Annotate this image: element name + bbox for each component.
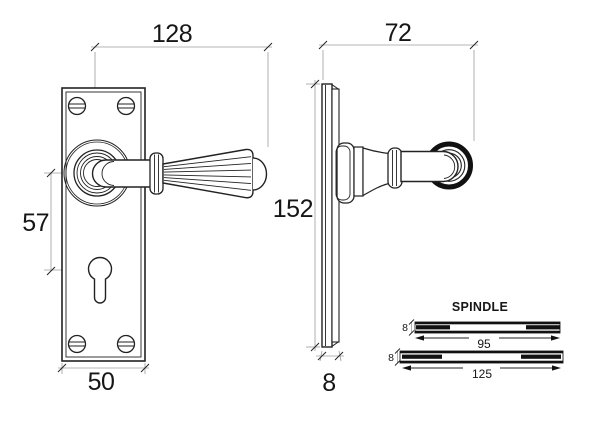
spindle-125-height-label: 8 xyxy=(388,352,394,364)
spindle-125: 8 125 xyxy=(388,348,564,381)
side-height-dimension: 152 xyxy=(273,79,320,352)
front-width-dim-label: 50 xyxy=(88,368,115,396)
lever-grip-front xyxy=(162,148,268,199)
spindle-95-height-dimension: 8 xyxy=(402,319,415,336)
screw-top-right xyxy=(116,96,136,116)
side-projection-dimension: 72 xyxy=(318,19,479,141)
spindle-section: SPINDLE 8 95 xyxy=(388,300,564,381)
lever-neck-taper-side xyxy=(362,147,390,197)
screw-bottom-left xyxy=(67,334,87,354)
spindle-95-height-label: 8 xyxy=(402,322,408,334)
spindle-section-title: SPINDLE xyxy=(452,300,508,314)
backplate-side xyxy=(321,83,340,348)
screw-top-left xyxy=(67,96,87,116)
lever-neck-cylinder-side xyxy=(353,146,364,197)
side-height-dim-label: 152 xyxy=(273,195,313,223)
spindle-125-height-dimension: 8 xyxy=(388,348,401,366)
front-centres-dim-label: 57 xyxy=(22,209,49,237)
spindle-95-length-dimension: 95 xyxy=(415,335,560,351)
keyhole xyxy=(87,256,113,304)
front-centres-dimension: 57 xyxy=(22,168,56,276)
front-view: 128 57 50 xyxy=(22,20,273,396)
lever-end-cap xyxy=(252,157,268,191)
side-projection-dim-label: 72 xyxy=(385,19,412,47)
side-thickness-dimension: 8 xyxy=(316,350,344,397)
side-view: 72 152 8 xyxy=(273,19,479,397)
lever-collar-side xyxy=(387,147,403,189)
side-thickness-dim-label: 8 xyxy=(322,369,335,397)
screw-bottom-right xyxy=(116,334,136,354)
spindle-95-length-label: 95 xyxy=(477,337,491,351)
lever-collar-front xyxy=(149,152,164,195)
lever-grip-side xyxy=(400,150,459,183)
lever-neck-front xyxy=(91,159,153,188)
front-length-dim-label: 128 xyxy=(152,20,192,48)
spindle-125-length-dimension: 125 xyxy=(402,365,561,381)
lever-grip-end-inner-arc xyxy=(443,154,456,179)
front-width-dimension: 50 xyxy=(57,363,150,396)
spindle-95: 8 95 xyxy=(402,319,561,351)
lever-neck-inner-arc xyxy=(101,161,115,186)
rose-boss-side xyxy=(335,142,355,204)
spindle-125-length-label: 125 xyxy=(472,367,492,381)
backplate-front xyxy=(61,87,146,362)
front-length-dimension: 128 xyxy=(90,20,273,52)
